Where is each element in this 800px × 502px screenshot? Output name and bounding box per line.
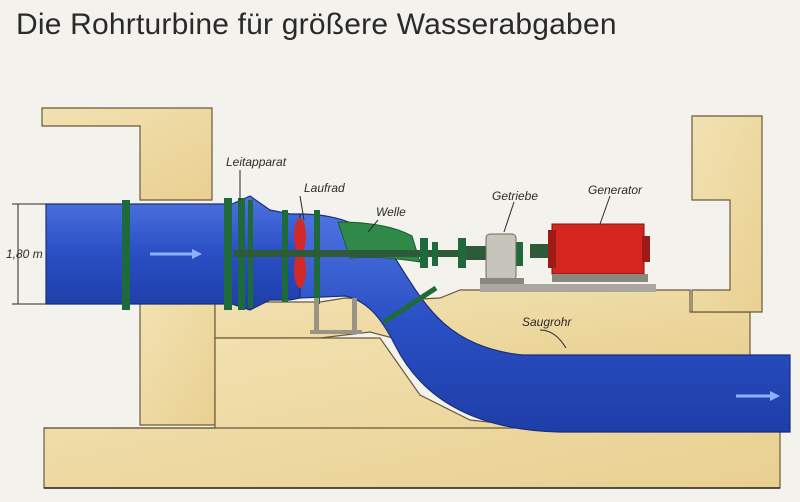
flow-arrowhead-outlet: [770, 391, 780, 401]
couplings: [420, 238, 552, 268]
leader-lines: [239, 170, 611, 349]
dimension-bracket: [12, 203, 46, 305]
gearbox: [480, 233, 524, 286]
label-saugrohr: Saugrohr: [522, 315, 572, 329]
shaft: [234, 250, 474, 257]
flow-arrowhead-inlet: [192, 249, 202, 259]
label-welle: Welle: [376, 205, 406, 219]
flange-2: [224, 198, 232, 310]
label-generator: Generator: [588, 183, 643, 197]
label-leitapparat: Leitapparat: [226, 155, 287, 169]
diagram-title: Die Rohrturbine für größere Wasserabgabe…: [16, 8, 617, 41]
label-dimension: 1,80 m: [6, 247, 43, 261]
lower-left-block: [139, 301, 216, 426]
right-wall: [691, 115, 763, 313]
label-getriebe: Getriebe: [492, 189, 538, 203]
label-laufrad: Laufrad: [304, 181, 345, 195]
support-legs: [310, 298, 362, 334]
concrete-structure: [41, 107, 781, 489]
draft-tube-flange: [382, 285, 438, 325]
upper-left-wall: [41, 107, 213, 201]
runner: [294, 218, 306, 288]
flange-1: [122, 200, 130, 310]
generator: [480, 223, 656, 292]
